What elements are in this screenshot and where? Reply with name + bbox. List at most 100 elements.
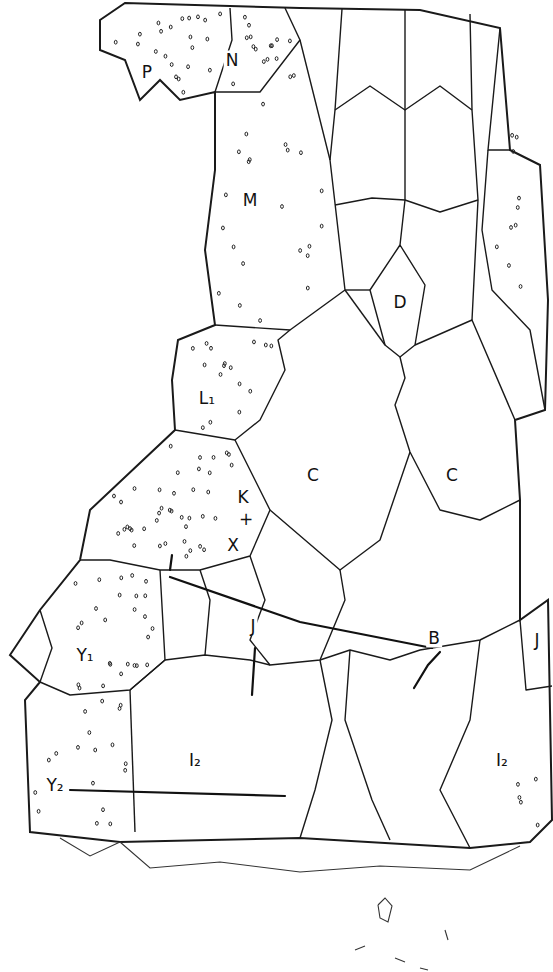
tubercle-dot	[508, 264, 511, 268]
tubercle-dot	[515, 135, 518, 139]
plate-suture	[440, 640, 480, 848]
tubercle-dot	[189, 35, 192, 39]
tubercle-dot	[219, 373, 222, 377]
tubercle-dot	[94, 748, 97, 752]
tubercle-dot	[84, 710, 87, 714]
tubercle-dot	[519, 800, 522, 804]
tubercle-dot	[238, 410, 241, 414]
tubercle-dot	[306, 254, 309, 258]
plate-suture	[520, 620, 552, 690]
tubercle-dot	[222, 226, 225, 230]
tubercle-dot	[197, 15, 200, 19]
tubercle-dot	[120, 672, 123, 676]
tubercle-dot	[34, 791, 37, 795]
crack-line	[170, 577, 432, 648]
tubercle-dot	[197, 467, 200, 471]
tubercle-dot	[199, 544, 202, 548]
tubercle-dot	[207, 490, 210, 494]
tubercle-dot	[151, 627, 154, 631]
plate-suture	[40, 610, 52, 682]
tubercle-dot	[208, 471, 211, 475]
tubercle-dot	[518, 196, 521, 200]
tubercle-dot	[518, 796, 521, 800]
tubercle-dot	[157, 21, 160, 25]
broken-edge	[355, 946, 365, 950]
tubercle-dot	[204, 18, 207, 22]
tubercle-dot	[245, 132, 248, 136]
plate-suture	[345, 289, 370, 290]
plate-suture	[345, 650, 390, 840]
tubercle-dot	[80, 621, 83, 625]
plate-label: C	[444, 466, 460, 485]
tubercle-dot	[158, 511, 161, 515]
plate-label: +	[237, 510, 255, 529]
tubercle-dot	[182, 90, 185, 94]
tubercle-dot	[135, 594, 138, 598]
plate-suture	[330, 9, 342, 160]
tubercle-dot	[146, 663, 149, 667]
tubercle-dot	[275, 57, 278, 61]
tubercle-dot	[247, 160, 250, 164]
tubercle-dot	[185, 554, 188, 558]
tubercle-dot	[88, 731, 91, 735]
broken-edge	[395, 958, 405, 962]
tubercle-dot	[306, 286, 309, 290]
tubercle-dot	[158, 544, 161, 548]
broken-edge	[420, 968, 428, 970]
tubercle-dot	[102, 808, 105, 812]
tubercle-dot	[124, 762, 127, 766]
tubercle-dot	[160, 506, 163, 510]
plate-suture	[482, 150, 545, 410]
tubercle-dot	[214, 516, 217, 520]
tubercle-dot	[95, 821, 98, 825]
tubercle-dot	[37, 809, 40, 813]
tubercle-dot	[120, 500, 123, 504]
tubercle-dot	[191, 46, 194, 50]
plate-suture	[80, 440, 270, 570]
plate-label: J	[532, 631, 541, 650]
tubercle-dot	[270, 344, 273, 348]
tubercle-dot	[192, 488, 195, 492]
tubercle-dot	[47, 758, 50, 762]
tubercle-dot	[212, 455, 215, 459]
tubercle-dot	[133, 608, 136, 612]
tubercle-dot	[138, 32, 141, 36]
tubercle-dot	[123, 527, 126, 531]
tubercle-dot	[104, 618, 107, 622]
tubercle-dot	[242, 262, 245, 266]
plate-suture	[415, 320, 515, 420]
tubercle-dot	[237, 150, 240, 154]
plate-suture	[270, 452, 410, 570]
tubercle-dot	[534, 777, 537, 781]
tubercle-dot	[238, 304, 241, 308]
tubercle-dot	[160, 29, 163, 33]
plate-suture	[400, 10, 405, 245]
tubercle-dot	[262, 60, 265, 64]
tubercle-dot	[266, 57, 269, 61]
tubercle-dot	[95, 607, 98, 611]
tubercle-dot	[133, 544, 136, 548]
plate-label: K	[235, 488, 250, 507]
plate-label: I₂	[494, 751, 510, 770]
tubercle-dot	[229, 366, 232, 370]
tubercle-dot	[244, 15, 247, 19]
tubercle-dot	[252, 45, 255, 49]
tubercle-dot	[259, 319, 262, 323]
tubercle-dot	[191, 346, 194, 350]
tubercle-dot	[170, 63, 173, 67]
tubercle-dot	[284, 143, 287, 147]
tubercle-dot	[126, 662, 129, 666]
tubercle-dot	[77, 683, 80, 687]
tubercle-dot	[205, 342, 208, 346]
tubercle-dot	[210, 346, 213, 350]
tubercle-dot	[101, 699, 104, 703]
tubercle-dot	[510, 226, 513, 230]
tubercle-dot	[158, 488, 161, 492]
plate-label: L₁	[197, 389, 217, 408]
tubercle-dot	[286, 148, 289, 152]
tubercle-dot	[262, 102, 265, 106]
broken-edge	[120, 842, 520, 872]
tubercle-dot	[92, 781, 95, 785]
tubercle-dot	[203, 363, 206, 367]
